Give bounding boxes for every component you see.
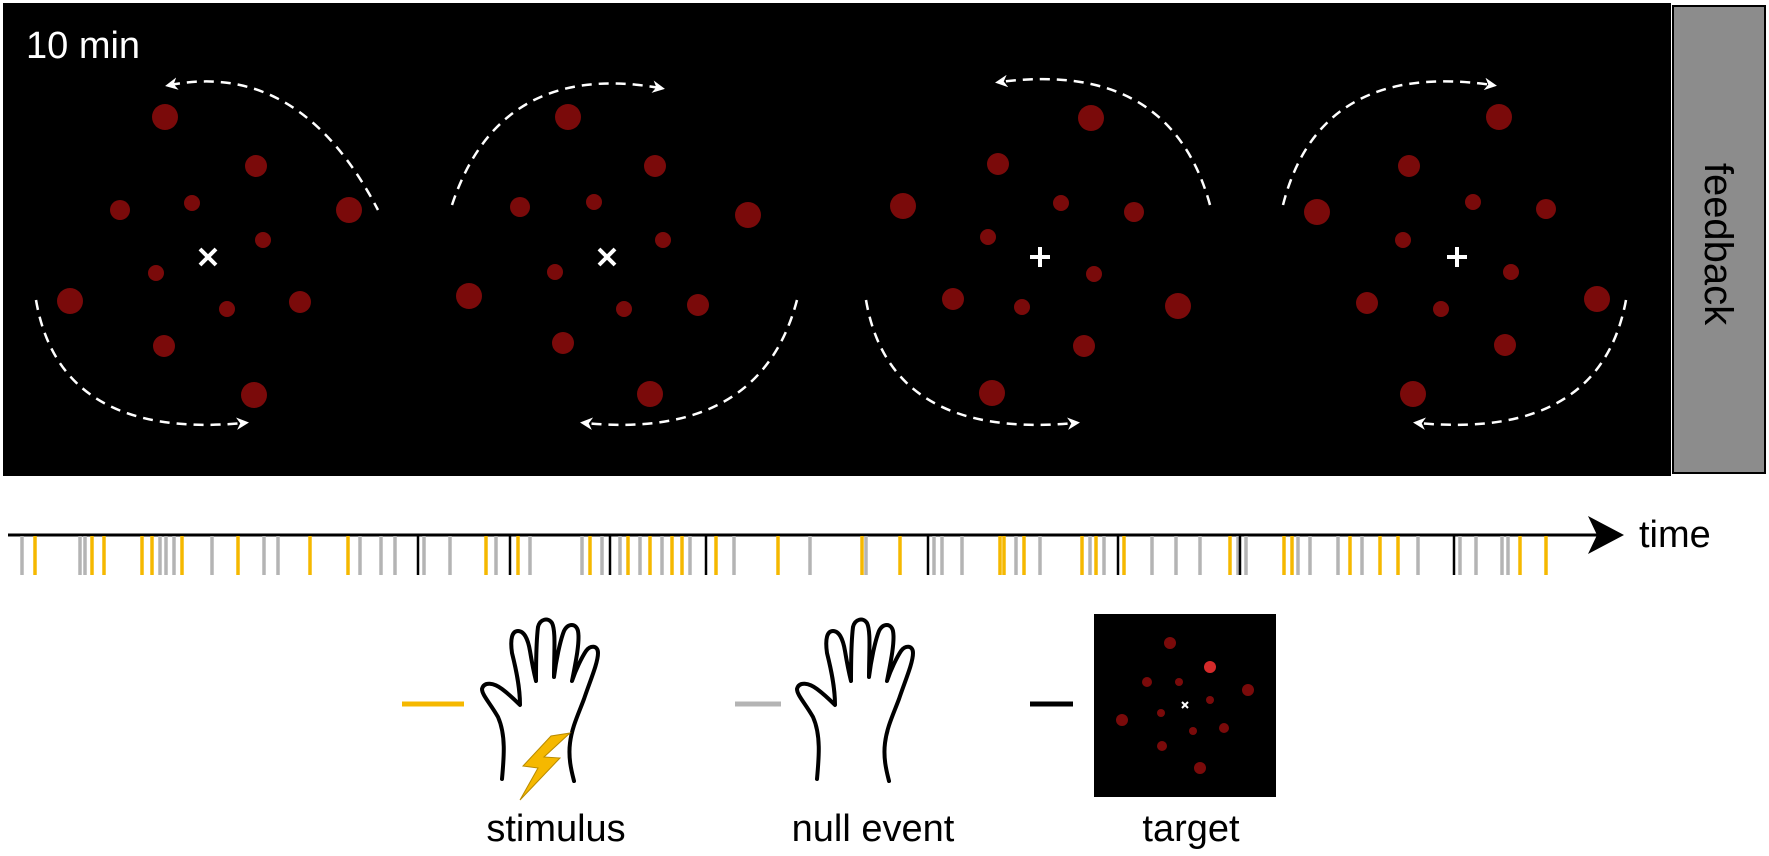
- stimulus-dot: [510, 197, 530, 217]
- stimulus-dot: [1116, 714, 1128, 726]
- hand-icon: [795, 617, 915, 783]
- stimulus-dot: [1175, 678, 1183, 686]
- dot-cluster: [456, 104, 761, 407]
- stimulus-dot: [1053, 195, 1069, 211]
- stimulus-dot: [637, 381, 663, 407]
- stimulus-dot: [1356, 292, 1378, 314]
- stimulus-dot: [456, 283, 482, 309]
- stimulus-dot: [1219, 723, 1229, 733]
- stimulus-dot: [1242, 684, 1254, 696]
- stimulus-dot: [1395, 232, 1411, 248]
- cross-plus-icon: [1447, 247, 1467, 267]
- stimulus-dot: [1304, 199, 1330, 225]
- legend: stimulus null event target: [402, 614, 1276, 850]
- time-axis-label: time: [1639, 514, 1711, 556]
- stimulus-dot: [1584, 286, 1610, 312]
- target-dot: [1204, 661, 1216, 673]
- cross-x-icon: [198, 247, 218, 267]
- stimulus-dot: [1157, 709, 1165, 717]
- stimulus-dot: [1164, 637, 1176, 649]
- stimulus-dot: [1189, 727, 1197, 735]
- stimulus-label: stimulus: [486, 808, 625, 850]
- stimulus-dot: [1400, 381, 1426, 407]
- stimulus-dot: [1124, 202, 1144, 222]
- stimulus-dot: [1157, 741, 1167, 751]
- stimulus-dot: [1494, 334, 1516, 356]
- stimulus-dot: [245, 155, 267, 177]
- stimulus-dot: [1433, 301, 1449, 317]
- cross-plus-icon: [1030, 247, 1050, 267]
- timeline: time: [8, 514, 1711, 575]
- stimulus-dot: [555, 104, 581, 130]
- hand-icon: [480, 617, 600, 783]
- stimulus-dot: [890, 193, 916, 219]
- stimulus-dot: [219, 301, 235, 317]
- stimulus-dot: [1014, 299, 1030, 315]
- stimulus-dot: [148, 265, 164, 281]
- stimulus-dot: [152, 104, 178, 130]
- dot-cluster: [890, 105, 1191, 406]
- rotation-arrow: [165, 77, 380, 211]
- duration-label: 10 min: [26, 25, 140, 67]
- stimulus-dot: [616, 301, 632, 317]
- cross-x-icon: [597, 247, 617, 267]
- cross-x-icon: [1181, 701, 1189, 709]
- stimulus-dot: [735, 202, 761, 228]
- target-thumbnail-dots: [1116, 637, 1254, 774]
- arrow-right-icon: [1588, 516, 1624, 554]
- lightning-bolt-icon: [519, 732, 572, 801]
- stimulus-panel: [3, 3, 1671, 476]
- stimulus-dot: [980, 229, 996, 245]
- stimulus-dot: [241, 382, 267, 408]
- feedback-label: feedback: [1696, 163, 1740, 326]
- stimulus-dot: [547, 264, 563, 280]
- stimulus-dot: [1503, 264, 1519, 280]
- rotation-arrow: [580, 299, 799, 430]
- dot-cluster: [1304, 104, 1610, 407]
- stimulus-dot: [1486, 104, 1512, 130]
- rotation-arrow: [1281, 77, 1497, 206]
- stimulus-dot: [655, 232, 671, 248]
- stimulus-dot: [1465, 194, 1481, 210]
- stimulus-dot: [552, 332, 574, 354]
- stimulus-dot: [110, 200, 130, 220]
- dot-cluster: [57, 104, 362, 408]
- rotation-arrow: [864, 299, 1080, 430]
- rotation-arrow: [1413, 299, 1628, 430]
- stimulus-dot: [153, 335, 175, 357]
- stimulus-dot: [987, 153, 1009, 175]
- stimulus-dot: [255, 232, 271, 248]
- stimulus-dot: [1206, 696, 1214, 704]
- feedback-bar: [1672, 5, 1766, 474]
- stimulus-dot: [1086, 266, 1102, 282]
- stimulus-dot: [942, 288, 964, 310]
- stimulus-dot: [1398, 155, 1420, 177]
- stimulus-dot: [1073, 335, 1095, 357]
- stimulus-dot: [1078, 105, 1104, 131]
- stimulus-dot: [184, 195, 200, 211]
- stimulus-dot: [1142, 677, 1152, 687]
- stimulus-dot: [1536, 199, 1556, 219]
- rotation-arrow: [34, 299, 249, 430]
- stimulus-dot: [336, 197, 362, 223]
- stimulus-dot: [57, 288, 83, 314]
- target-label: target: [1142, 808, 1240, 850]
- event-lines: [20, 536, 1548, 575]
- stimulus-dot: [1165, 293, 1191, 319]
- stimulus-clusters: [34, 74, 1628, 430]
- rotation-arrow: [995, 74, 1212, 206]
- stimulus-dot: [644, 155, 666, 177]
- stimulus-dot: [586, 194, 602, 210]
- stimulus-dot: [1194, 762, 1206, 774]
- rotation-arrow: [450, 80, 665, 206]
- stimulus-dot: [687, 294, 709, 316]
- null-event-label: null event: [792, 808, 955, 850]
- stimulus-dot: [979, 380, 1005, 406]
- stimulus-dot: [289, 291, 311, 313]
